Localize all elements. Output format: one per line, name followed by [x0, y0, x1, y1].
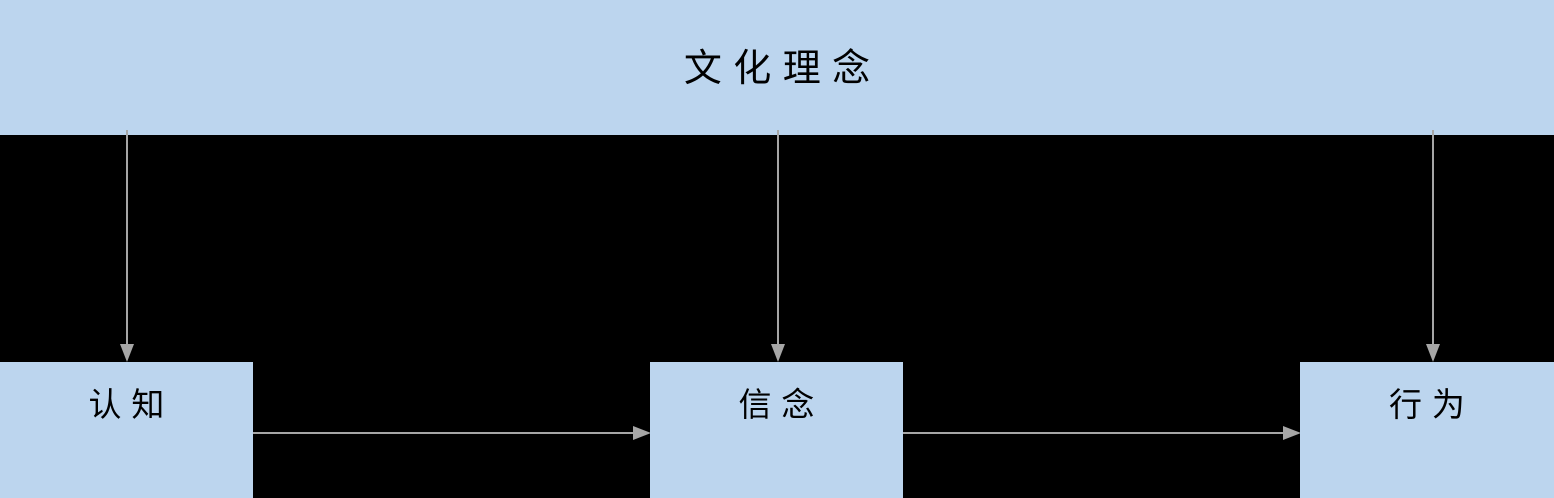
connector-culture-to-cognition: [120, 130, 134, 362]
node-cognition-label: 认知: [88, 384, 175, 424]
arrowhead-icon: [771, 344, 785, 362]
node-culture-label: 文化理念: [683, 45, 882, 90]
arrowhead-icon: [633, 426, 651, 440]
node-belief-label: 信念: [738, 384, 825, 424]
connector-belief-to-behavior: [903, 426, 1301, 440]
node-belief[interactable]: 信念: [650, 362, 903, 498]
connector-culture-to-belief: [771, 130, 785, 362]
arrowhead-icon: [1426, 344, 1440, 362]
node-behavior[interactable]: 行为: [1300, 362, 1554, 498]
connector-cognition-to-belief: [253, 426, 651, 440]
arrowhead-icon: [120, 344, 134, 362]
node-cognition[interactable]: 认知: [0, 362, 253, 498]
node-behavior-label: 行为: [1389, 384, 1475, 424]
node-culture[interactable]: 文化理念: [0, 0, 1554, 135]
arrowhead-icon: [1283, 426, 1301, 440]
connector-culture-to-behavior: [1426, 130, 1440, 362]
